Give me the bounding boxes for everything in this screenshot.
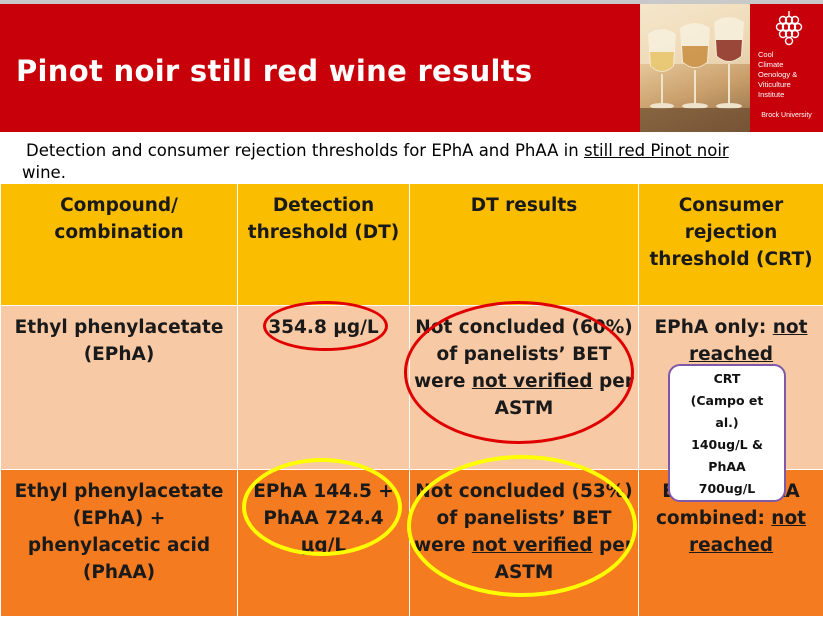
slide-subtitle: Detection and consumer rejection thresho… — [22, 141, 729, 182]
table-header-row: Compound/ combination Detection threshol… — [0, 183, 823, 306]
wine-glasses-photo — [640, 4, 750, 132]
institute-logo: Cool Climate Oenology & Viticulture Inst… — [750, 4, 823, 132]
header-crt: Consumer rejection threshold (CRT) — [638, 183, 823, 306]
crt-callout: CRT (Campo et al.) 140ug/L & PhAA 700ug/… — [668, 364, 786, 502]
header-detection-threshold: Detection threshold (DT) — [237, 183, 410, 306]
cell-detection: EPhA 144.5 + PhAA 724.4 μg/L — [237, 469, 410, 617]
top-divider-line — [0, 0, 823, 4]
cell-result: Not concluded (60%) of panelists’ BET we… — [409, 305, 639, 470]
cell-result: Not concluded (53%) of panelists’ BET we… — [409, 469, 639, 617]
cell-detection: 354.8 μg/L — [237, 305, 410, 470]
logo-footer: Brock University — [761, 112, 812, 119]
cell-compound: Ethyl phenylacetate (EPhA) — [0, 305, 238, 470]
header-compound: Compound/ combination — [0, 183, 238, 306]
table-row: Ethyl phenylacetate (EPhA) + phenylaceti… — [0, 469, 823, 617]
title-banner: Pinot noir still red wine results — [0, 4, 640, 132]
grape-cluster-icon — [775, 11, 803, 46]
logo-text: Cool Climate Oenology & Viticulture Inst… — [758, 50, 798, 99]
header-dt-results: DT results — [409, 183, 639, 306]
cell-compound: Ethyl phenylacetate (EPhA) + phenylaceti… — [0, 469, 238, 617]
slide-title: Pinot noir still red wine results — [16, 54, 533, 88]
